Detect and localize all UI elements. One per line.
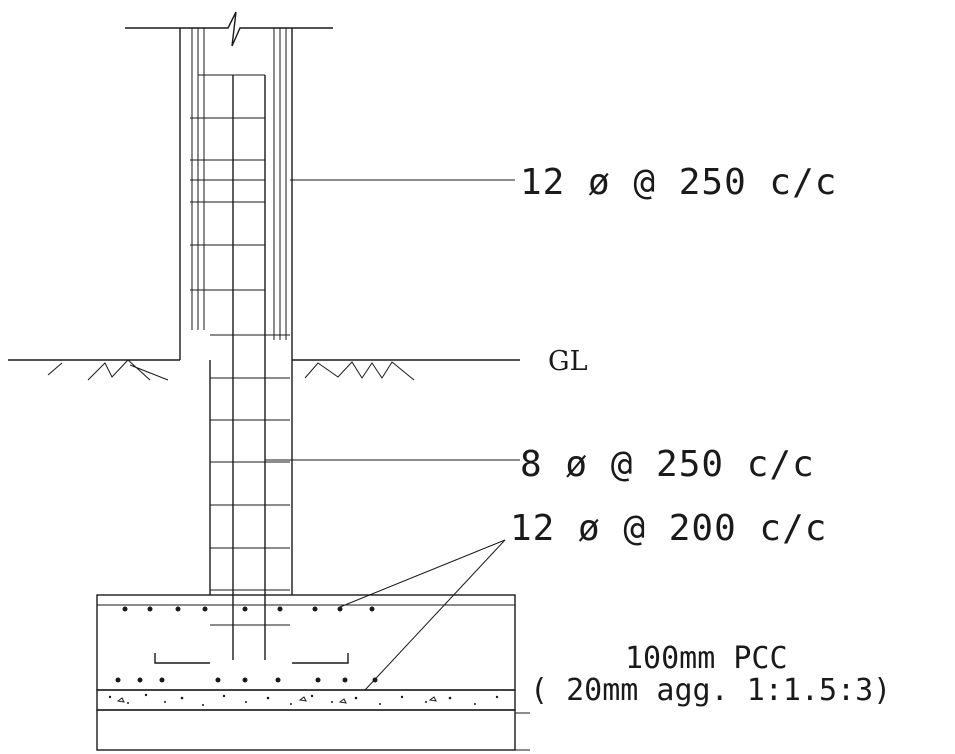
pcc-layer: [96, 689, 516, 711]
break-line: [125, 11, 333, 47]
footing-bar-label: 12 ø @ 200 c/c: [510, 508, 827, 549]
rebar-dots-top: [122, 606, 375, 612]
pcc-label-line2: ( 20mm agg. 1:1.5:3): [530, 673, 891, 708]
ground-level-label: GL: [548, 346, 588, 377]
wall-stem: [179, 28, 293, 595]
distribution-bar-label: 8 ø @ 250 c/c: [520, 444, 815, 485]
vertical-bar-label: 12 ø @ 250 c/c: [520, 162, 837, 203]
leader-lines: [265, 179, 530, 751]
rebar-dots-bottom: [115, 677, 378, 683]
reinforcement-mesh: [190, 74, 290, 660]
ground-level-line: [8, 359, 520, 381]
soling-layer: [96, 709, 516, 751]
footing: [96, 594, 516, 691]
pcc-label-line1: 100mm PCC: [625, 641, 788, 676]
